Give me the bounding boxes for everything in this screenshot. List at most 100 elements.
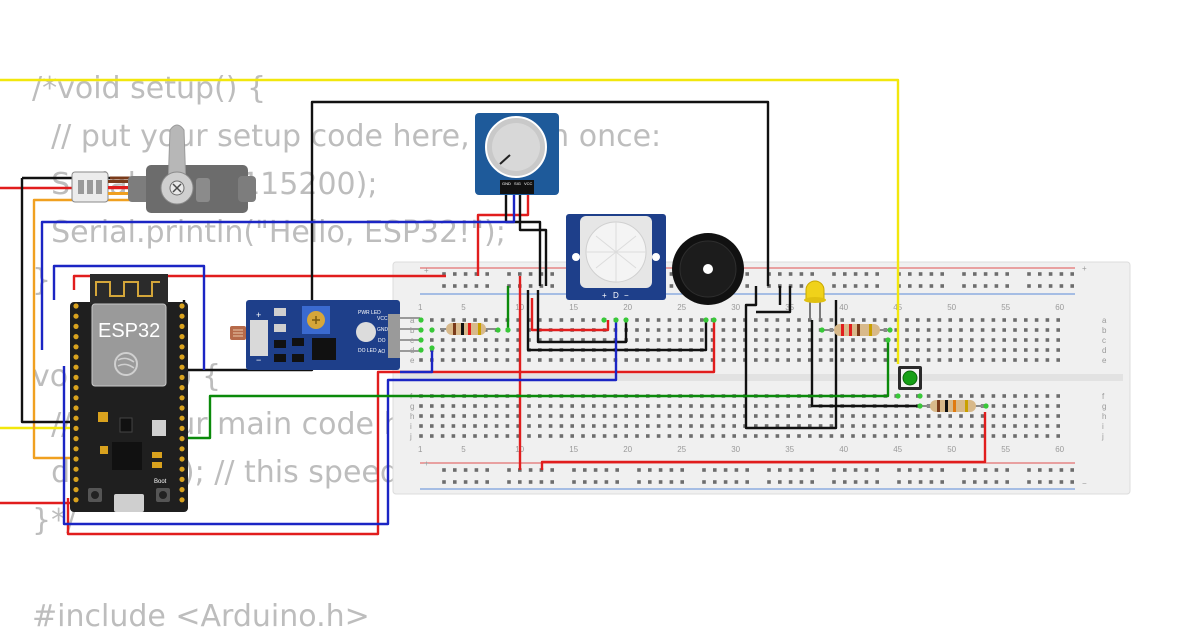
esp32-pin[interactable] [179,374,185,380]
esp32-pin[interactable] [73,385,79,391]
pir-pin-plus: + [602,291,607,300]
wire-endpoints [418,317,989,409]
wire-black[interactable] [20,178,72,424]
breadboard-row-letter: i [410,422,412,431]
wire-endpoint [418,347,424,353]
wire-green[interactable] [184,340,890,440]
esp32-pin[interactable] [179,385,185,391]
rail-plus-label: + [424,266,429,275]
esp32-pin[interactable] [73,436,79,442]
esp32-pin[interactable] [179,415,185,421]
servo-motor[interactable] [71,124,256,213]
wire-red[interactable] [66,320,716,536]
esp32-pin[interactable] [73,497,79,503]
breadboard-column-number: 5 [461,303,466,312]
breadboard-row-letter: b [1102,326,1107,335]
pot-pin-vcc: VCC [524,181,533,186]
potentiometer-module[interactable]: GND SIG VCC [475,113,559,195]
rail-plus-label: + [1082,264,1087,273]
wire-blue[interactable] [52,264,206,370]
potentiometer-knob[interactable] [499,154,511,165]
esp32-pin[interactable] [73,456,79,462]
esp32-pin[interactable] [179,446,185,452]
led[interactable] [804,280,826,320]
wire-yellow[interactable] [0,78,900,364]
esp32-pin[interactable] [73,344,79,350]
rail-minus-label: − [1082,479,1087,488]
wire-black[interactable] [518,195,548,286]
esp32-pin[interactable] [179,354,185,360]
wire-endpoint [601,317,607,323]
esp32-pin[interactable] [179,395,185,401]
resistor[interactable] [824,324,890,336]
wire-endpoint [703,317,709,323]
esp32-pin[interactable] [179,323,185,329]
wire-blue[interactable] [62,320,618,526]
esp32-pin[interactable] [73,374,79,380]
breadboard-row-letter: d [1102,346,1106,355]
pushbutton-icon[interactable] [902,370,918,386]
esp32-pin[interactable] [179,476,185,482]
esp32-pin[interactable] [179,466,185,472]
esp32-pin[interactable] [179,456,185,462]
esp32-board[interactable]: ESP32 Boot [70,274,188,512]
buzzer[interactable] [672,233,744,305]
esp32-pin[interactable] [179,364,185,370]
esp32-pin[interactable] [73,476,79,482]
esp32-pin[interactable] [73,425,79,431]
pir-sensor[interactable]: + D − [566,214,666,300]
esp32-pin[interactable] [179,487,185,493]
esp32-pin[interactable] [179,497,185,503]
esp32-pin[interactable] [179,303,185,309]
breadboard-column-number: 50 [947,445,956,454]
wire-endpoint [495,327,501,333]
esp32-pin[interactable] [73,446,79,452]
resistor[interactable] [920,400,986,412]
breadboard[interactable]: + + + − 11551010151520202525303035354040… [392,261,1131,495]
esp32-pin[interactable] [73,323,79,329]
wire-red[interactable] [540,412,987,470]
esp32-pin[interactable] [73,395,79,401]
esp32-pin[interactable] [73,364,79,370]
wire-blue[interactable] [400,348,434,374]
esp32-pin[interactable] [73,466,79,472]
esp32-pin[interactable] [73,487,79,493]
breadboard-row-letter: j [1101,432,1104,441]
wire-endpoint [418,327,424,333]
wire-red[interactable] [72,274,446,290]
pushbutton[interactable] [898,366,922,390]
wire-red[interactable] [530,298,610,332]
resistor[interactable] [440,323,496,335]
breadboard-column-number: 1 [418,303,423,312]
breadboard-column-number: 5 [461,445,466,454]
wire-blue[interactable] [40,195,516,350]
wire-black[interactable] [536,290,628,344]
wire-endpoint [885,337,891,343]
wire-red[interactable] [476,195,530,276]
esp32-pin[interactable] [73,303,79,309]
ldr-module[interactable]: + − PWR LED DO LED VCC GND DO AO [230,300,420,370]
pir-pin-minus: − [624,291,629,300]
esp32-pin[interactable] [179,344,185,350]
esp32-pin[interactable] [73,313,79,319]
esp32-pin[interactable] [73,415,79,421]
breadboard-column-number: 55 [1001,303,1010,312]
esp32-pin[interactable] [73,405,79,411]
breadboard-row-letter: e [1102,356,1107,365]
breadboard-column-number: 45 [893,445,902,454]
wire-black[interactable] [504,195,542,286]
wire-black[interactable] [810,320,920,408]
wire-black[interactable] [756,286,792,314]
esp32-pin[interactable] [179,436,185,442]
breadboard-row-letter: h [410,412,414,421]
esp32-pin[interactable] [73,334,79,340]
wire-endpoint [429,345,435,351]
esp32-pin[interactable] [179,313,185,319]
pir-pin-d: D [613,291,619,300]
esp32-pin[interactable] [179,405,185,411]
esp32-pin-headers[interactable] [73,303,185,503]
esp32-pin[interactable] [179,334,185,340]
esp32-pin[interactable] [179,425,185,431]
esp32-pin[interactable] [73,354,79,360]
